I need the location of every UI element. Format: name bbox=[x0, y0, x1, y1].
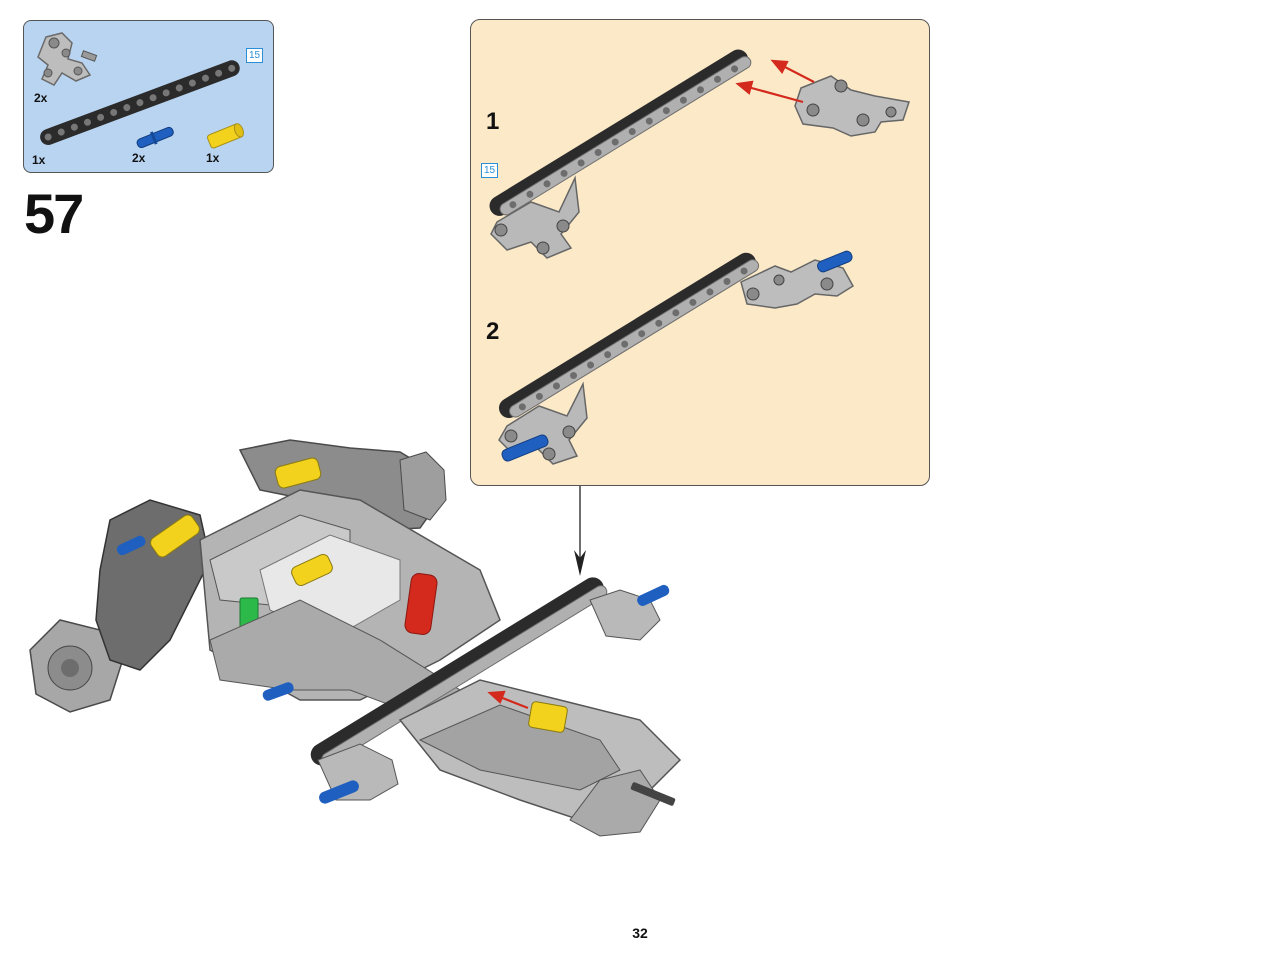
yellow-connector-quantity: 1x bbox=[206, 151, 220, 165]
connector-hub-part bbox=[37, 32, 98, 86]
substep-1-illustration bbox=[489, 49, 910, 259]
assembly-arrow bbox=[574, 486, 586, 576]
beam-15-part bbox=[40, 60, 240, 145]
step-number: 57 bbox=[24, 182, 84, 245]
blue-pin-part bbox=[136, 126, 174, 149]
substep-2-illustration bbox=[498, 250, 855, 465]
page-number: 32 bbox=[632, 925, 648, 941]
connector-hub-quantity: 2x bbox=[34, 91, 48, 105]
yellow-axle-connector-part bbox=[207, 123, 244, 149]
substep-1-length-tag: 15 bbox=[481, 163, 498, 178]
beam-15-quantity: 1x bbox=[32, 153, 46, 167]
substep-2-number: 2 bbox=[486, 318, 500, 345]
beam-length-tag: 15 bbox=[246, 48, 263, 63]
blue-pin-quantity: 2x bbox=[132, 151, 146, 165]
parts-list-callout: 2x 15 1x 2x 1x bbox=[23, 20, 274, 173]
sub-assembly-callout: 1 15 2 bbox=[470, 19, 930, 486]
substep-1-number: 1 bbox=[486, 108, 500, 135]
